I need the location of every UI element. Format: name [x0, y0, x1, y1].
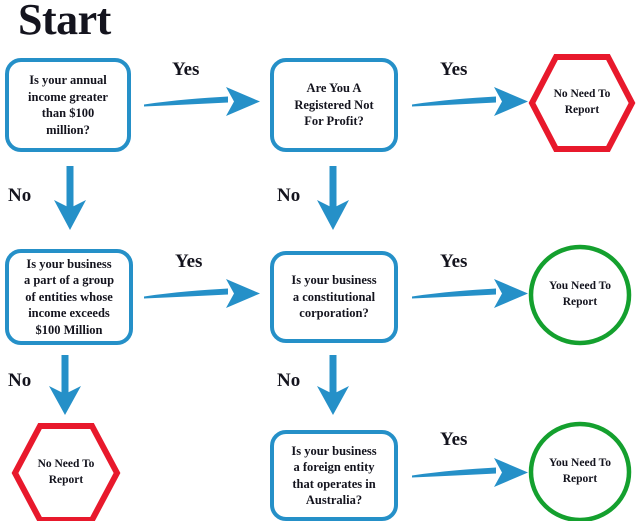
arrow-down-col2-row1: [315, 166, 351, 232]
arrow-right-row1: [144, 85, 262, 119]
circle-icon: [528, 421, 632, 521]
edge-label-no-col2: No: [277, 185, 301, 206]
arrow-down-col1-row2: [47, 355, 83, 417]
terminal-no-need-to-report-1[interactable]: No Need To Report: [527, 52, 637, 154]
arrow-down-col2-row2: [315, 355, 351, 417]
decision-node-annual-income-label: Is your annual income greater than $100 …: [28, 73, 108, 137]
edge-label-yes-row3: Yes: [440, 429, 468, 450]
edge-label-yes-row2: Yes: [175, 251, 203, 272]
terminal-no-need-to-report-2[interactable]: No Need To Report: [10, 421, 122, 521]
arrow-right-row2-right: [412, 277, 530, 311]
decision-node-not-for-profit[interactable]: Are You A Registered Not For Profit?: [270, 58, 398, 152]
decision-node-group-of-entities[interactable]: Is your business a part of a group of en…: [5, 249, 133, 345]
page-title: Start: [18, 0, 111, 44]
arrow-right-row1-right: [412, 85, 530, 119]
decision-node-annual-income[interactable]: Is your annual income greater than $100 …: [5, 58, 131, 152]
terminal-you-need-to-report-2-label: You Need To Report: [549, 457, 611, 485]
edge-label-no-col1-row2: No: [8, 370, 32, 391]
terminal-no-need-to-report-1-label: No Need To Report: [553, 88, 611, 116]
decision-node-foreign-entity-label: Is your business a foreign entity that o…: [291, 443, 377, 508]
terminal-you-need-to-report-2[interactable]: You Need To Report: [527, 420, 633, 521]
terminal-no-need-to-report-2-label: No Need To Report: [37, 458, 95, 486]
hexagon-icon: [528, 54, 636, 152]
edge-label-yes-row1: Yes: [172, 59, 200, 80]
decision-node-foreign-entity[interactable]: Is your business a foreign entity that o…: [270, 430, 398, 521]
terminal-you-need-to-report-1[interactable]: You Need To Report: [527, 243, 633, 347]
arrow-right-row2: [144, 277, 262, 311]
edge-label-yes-row1-right: Yes: [440, 59, 468, 80]
decision-node-group-of-entities-label: Is your business a part of a group of en…: [23, 256, 115, 337]
terminal-you-need-to-report-1-label: You Need To Report: [549, 280, 611, 308]
edge-label-no-col1: No: [8, 185, 32, 206]
circle-icon: [528, 244, 632, 346]
arrow-right-row3: [412, 456, 530, 490]
edge-label-yes-row2-right: Yes: [440, 251, 468, 272]
arrow-down-col1-row1: [52, 166, 88, 232]
hexagon-icon: [11, 423, 121, 521]
decision-node-not-for-profit-label: Are You A Registered Not For Profit?: [294, 81, 374, 129]
edge-label-no-col2-row2: No: [277, 370, 301, 391]
decision-node-constitutional-corporation-label: Is your business a constitutional corpor…: [291, 273, 377, 321]
decision-node-constitutional-corporation[interactable]: Is your business a constitutional corpor…: [270, 251, 398, 343]
